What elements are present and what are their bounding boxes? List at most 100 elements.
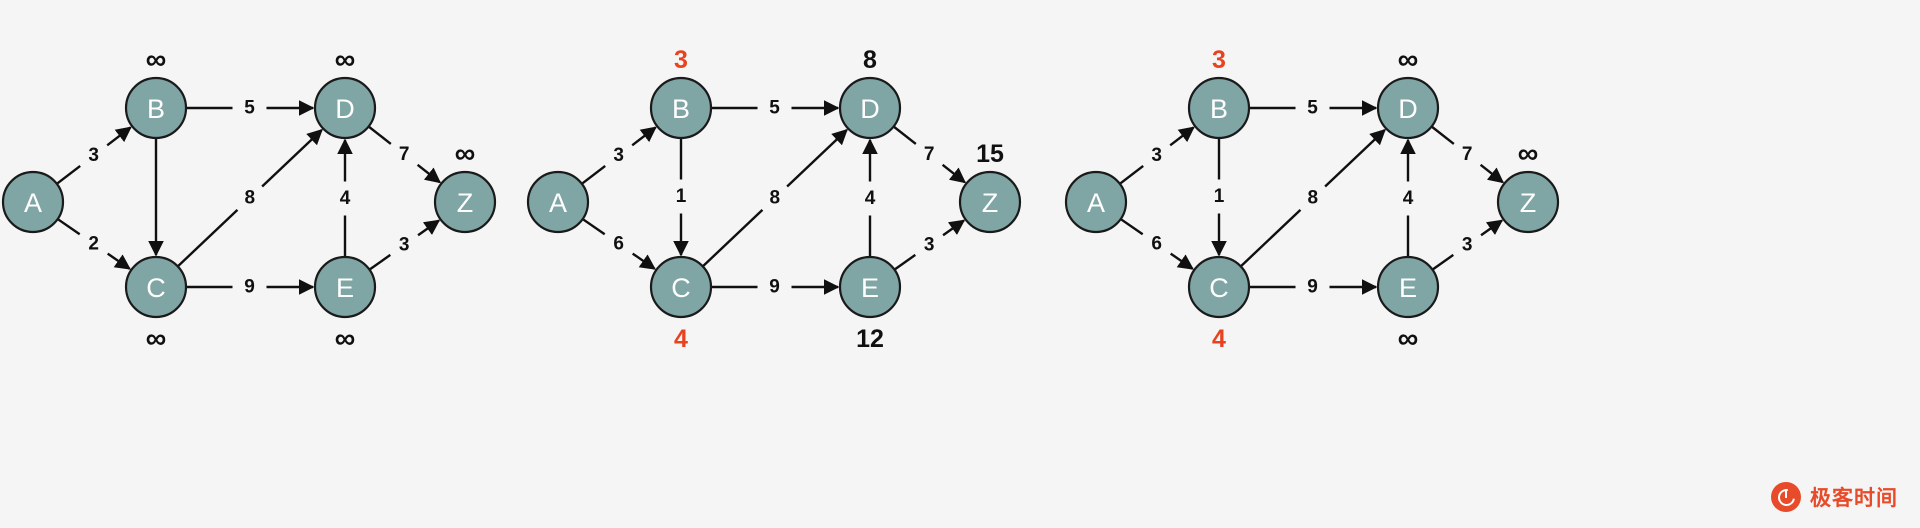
distance-label-Z: 15 [976,140,1004,168]
node-B[interactable]: B [649,76,713,140]
edge-weight-D-Z: 7 [399,144,410,165]
node-label-E: E [1399,273,1417,303]
node-E[interactable]: E [313,255,377,319]
distance-label-Z: ∞ [1518,138,1539,170]
edge-A-C: 6 [581,218,656,270]
edge-group: 3 2 5 8 9 4 7 3 [56,98,442,298]
node-label-B: B [672,94,690,124]
edge-A-C: 2 [56,218,131,270]
edge-E-Z: 3 [368,219,441,271]
node-label-Z: Z [1520,188,1537,218]
edge-weight-B-C: 1 [676,186,687,207]
edge-B-D: 5 [1249,98,1378,119]
node-D[interactable]: D [313,76,377,140]
edge-A-C: 6 [1119,218,1194,270]
edge-C-E: 9 [711,277,840,298]
node-label-Z: Z [457,188,474,218]
edge-A-B: 3 [56,126,132,185]
node-Z[interactable]: Z [1496,170,1560,234]
edge-C-D: 8 [176,128,323,268]
edge-C-E: 9 [1249,277,1378,298]
node-circle-C [124,255,188,319]
node-circle-B [1187,76,1251,140]
node-circle-Z [958,170,1022,234]
edge-weight-C-E: 9 [244,277,255,298]
distance-label-B: ∞ [146,44,167,76]
node-label-D: D [1398,94,1418,124]
edge-B-D: 5 [711,98,840,119]
node-circle-A [1,170,65,234]
edge-A-B: 3 [581,126,657,185]
edge-B-D: 5 [186,98,315,119]
node-label-C: C [1209,273,1229,303]
distance-label-C: 4 [1212,325,1226,353]
edge-weight-E-D: 4 [1403,188,1414,209]
edge-weight-D-Z: 7 [924,144,935,165]
edge-weight-A-C: 2 [88,233,99,254]
node-circle-A [526,170,590,234]
node-E[interactable]: E [1376,255,1440,319]
distance-label-B: 3 [1212,46,1226,74]
node-circle-A [1064,170,1128,234]
node-label-A: A [1087,188,1105,218]
edge-D-Z: 7 [367,125,442,184]
node-A[interactable]: A [1064,170,1128,234]
edge-C-E: 9 [186,277,315,298]
node-D[interactable]: D [838,76,902,140]
node-C[interactable]: C [649,255,713,319]
node-circle-E [1376,255,1440,319]
edge-weight-E-D: 4 [865,188,876,209]
distance-label-D: ∞ [335,44,356,76]
node-C[interactable]: C [124,255,188,319]
edge-D-Z: 7 [1430,125,1505,184]
node-group: AB∞C∞D∞E∞Z∞ [1,44,497,355]
edge-weight-B-C: 1 [1214,186,1225,207]
edge-weight-A-C: 6 [613,233,624,254]
distance-label-C: ∞ [146,323,167,355]
node-label-C: C [671,273,691,303]
edge-group: 3 6 5 1 8 9 4 7 3 [581,98,967,298]
node-A[interactable]: A [1,170,65,234]
node-B[interactable]: B [1187,76,1251,140]
node-B[interactable]: B [124,76,188,140]
node-C[interactable]: C [1187,255,1251,319]
edge-weight-C-D: 8 [769,188,780,209]
edge-weight-E-Z: 3 [924,235,935,256]
node-circle-D [838,76,902,140]
edge-E-D: 4 [862,138,878,257]
edge-A-B: 3 [1119,126,1195,185]
edge-B-C: 1 [673,138,689,257]
watermark: 极客时间 [1771,482,1898,512]
node-D[interactable]: D [1376,76,1440,140]
geek-time-logo-icon [1771,482,1801,512]
node-label-A: A [549,188,567,218]
edge-weight-A-C: 6 [1151,233,1162,254]
edge-weight-A-B: 3 [88,145,99,166]
node-circle-Z [1496,170,1560,234]
edge-weight-C-E: 9 [769,277,780,298]
edge-weight-C-E: 9 [1307,277,1318,298]
node-A[interactable]: A [526,170,590,234]
edge-B-C: 1 [1211,138,1227,257]
node-label-B: B [147,94,165,124]
distance-label-Z: ∞ [455,138,476,170]
node-Z[interactable]: Z [958,170,1022,234]
edge-E-D: 4 [337,138,353,257]
node-Z[interactable]: Z [433,170,497,234]
edge-weight-E-Z: 3 [399,235,410,256]
edge-weight-B-D: 5 [1307,98,1318,119]
edge-D-Z: 7 [892,125,967,184]
edge-weight-E-D: 4 [340,188,351,209]
edge-E-Z: 3 [893,219,966,271]
edge-C-D: 8 [701,128,848,268]
node-label-E: E [336,273,354,303]
node-label-A: A [24,188,42,218]
node-E[interactable]: E [838,255,902,319]
